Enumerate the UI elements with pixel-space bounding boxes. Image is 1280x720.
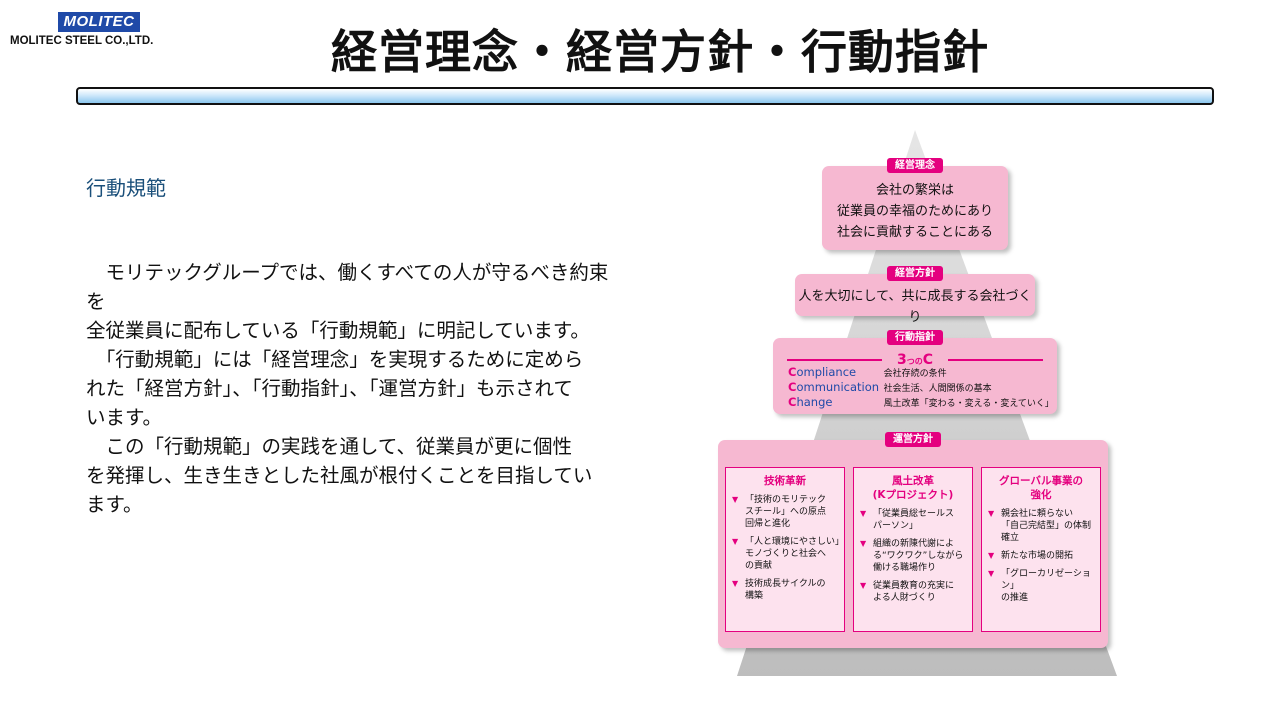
item-line: スチール」への原点 xyxy=(745,507,827,517)
c-desc: 社会生活、人間関係の基本 xyxy=(883,384,992,394)
three-c-letter: C xyxy=(922,352,934,368)
list-item: 親会社に頼らない 「自己完結型」の体制 確立 xyxy=(988,508,1096,544)
column-title-line: 強化 xyxy=(1030,489,1052,501)
logo-badge: MOLITEC xyxy=(58,12,140,32)
tier-policy: 経営方針 人を大切にして、共に成長する会社づくり xyxy=(795,266,1035,325)
operation-column-culture: 風土改革 (Kプロジェクト) 「従業員総セールス パーソン」 組織の新陳代謝によ… xyxy=(853,467,973,632)
tier-policy-label: 経営方針 xyxy=(887,266,943,281)
item-line: 技術成長サイクルの xyxy=(745,579,826,589)
three-c-number: 3 xyxy=(896,352,907,368)
body-line: れた「経営方針」、「行動指針」、「運営方針」も示されて xyxy=(86,377,573,400)
item-line: パーソン」 xyxy=(873,521,919,531)
column-title-line: 風土改革 xyxy=(892,475,934,487)
body-line: モリテックグループでは、働くすべての人が守るべき約束を xyxy=(86,261,609,313)
title-underline-bar xyxy=(76,87,1214,105)
item-line: 「従業員総セールス xyxy=(873,509,955,519)
item-line: 「自己完結型」の体制 xyxy=(1001,521,1092,531)
list-item: 「人と環境にやさしい」 モノづくりと社会へ の貢献 xyxy=(732,536,845,572)
list-item: 技術成長サイクルの 構築 xyxy=(732,578,840,602)
item-line: の貢献 xyxy=(745,561,773,571)
c-word: Communication xyxy=(788,380,880,395)
body-text: モリテックグループでは、働くすべての人が守るべき約束を 全従業員に配布している「… xyxy=(86,258,616,519)
section-heading: 行動規範 xyxy=(86,176,166,200)
item-line: 「技術のモリテック xyxy=(745,495,827,505)
list-item: 「グローカリゼーション」 の推進 xyxy=(988,568,1096,604)
page-title: 経営理念・経営方針・行動指針 xyxy=(331,25,989,79)
item-line: 「人と環境にやさしい」 xyxy=(745,537,845,547)
body-line: 全従業員に配布している「行動規範」に明記しています。 xyxy=(86,319,590,342)
philosophy-line: 社会に貢献することにある xyxy=(836,225,993,240)
item-line: 「グローカリゼーション」 xyxy=(1001,569,1091,591)
column-title: 風土改革 (Kプロジェクト) xyxy=(858,474,968,502)
body-line: ます。 xyxy=(86,493,143,516)
tier-operation: 運営方針 技術革新 「技術のモリテック スチール」への原点 回帰と進化 「人と環… xyxy=(718,432,1108,648)
tier-guideline-label: 行動指針 xyxy=(887,330,943,345)
c-desc: 風土改革「変わる・変える・変えていく」 xyxy=(883,399,1054,409)
philosophy-line: 会社の繁栄は xyxy=(875,183,954,198)
three-c-small: つの xyxy=(906,357,923,366)
body-line: います。 xyxy=(86,406,163,429)
operation-column-global: グローバル事業の 強化 親会社に頼らない 「自己完結型」の体制 確立 新たな市場… xyxy=(981,467,1101,632)
column-items: 親会社に頼らない 「自己完結型」の体制 確立 新たな市場の開拓 「グローカリゼー… xyxy=(988,508,1096,604)
operation-column-technology: 技術革新 「技術のモリテック スチール」への原点 回帰と進化 「人と環境にやさし… xyxy=(725,467,845,632)
item-line: 組織の新陳代謝によ xyxy=(873,539,955,549)
company-logo: MOLITEC MOLITEC STEEL CO.,LTD. xyxy=(10,12,188,52)
c-word: Compliance xyxy=(788,365,880,380)
item-line: モノづくりと社会へ xyxy=(745,549,827,559)
c-word-rest: ommunication xyxy=(796,380,880,394)
column-title-line: グローバル事業の xyxy=(999,475,1083,487)
tier-guideline: 行動指針 3つのC Compliance 会社存続の条件 Communicati… xyxy=(773,330,1057,414)
c-word: Change xyxy=(788,395,880,410)
policy-text: 人を大切にして、共に成長する会社づくり xyxy=(798,289,1032,325)
column-title: グローバル事業の 強化 xyxy=(986,474,1096,502)
c-item-compliance: Compliance 会社存続の条件 xyxy=(788,365,947,382)
item-line: 従業員教育の充実に xyxy=(873,581,955,591)
column-title-line: 技術革新 xyxy=(764,475,806,487)
body-line: この「行動規範」の実践を通して、従業員が更に個性 xyxy=(86,435,572,458)
list-item: 組織の新陳代謝によ る“ワクワク”しながら 働ける職場作り xyxy=(860,538,968,574)
logo-company-name: MOLITEC STEEL CO.,LTD. xyxy=(10,35,154,47)
item-line: よる人財づくり xyxy=(873,593,936,603)
item-line: の推進 xyxy=(1001,593,1029,603)
column-title: 技術革新 xyxy=(730,474,840,488)
column-items: 「従業員総セールス パーソン」 組織の新陳代謝によ る“ワクワク”しながら 働け… xyxy=(860,508,968,604)
list-item: 「技術のモリテック スチール」への原点 回帰と進化 xyxy=(732,494,840,530)
c-initial: C xyxy=(788,365,797,379)
item-line: 働ける職場作り xyxy=(873,563,937,573)
c-initial: C xyxy=(788,380,797,394)
item-line: 構築 xyxy=(745,591,764,601)
body-line: を発揮し、生き生きとした社風が根付くことを目指してい xyxy=(86,464,593,487)
c-desc: 会社存続の条件 xyxy=(883,369,947,379)
policy-pyramid-diagram: 経営理念 会社の繁栄は 従業員の幸福のためにあり 社会に貢献することにある 経営… xyxy=(705,130,1125,678)
item-line: 新たな市場の開拓 xyxy=(1001,551,1074,561)
column-items: 「技術のモリテック スチール」への原点 回帰と進化 「人と環境にやさしい」 モノ… xyxy=(732,494,845,602)
c-word-rest: ompliance xyxy=(796,365,857,379)
list-item: 従業員教育の充実に よる人財づくり xyxy=(860,580,968,604)
tier-philosophy: 経営理念 会社の繁栄は 従業員の幸福のためにあり 社会に貢献することにある xyxy=(822,158,1008,250)
c-initial: C xyxy=(788,395,797,409)
column-title-line: (Kプロジェクト) xyxy=(872,489,954,501)
three-c-rule-left xyxy=(787,359,882,361)
three-c-heading: 3つのC xyxy=(897,352,933,370)
c-item-change: Change 風土改革「変わる・変える・変えていく」 xyxy=(788,395,1054,412)
philosophy-line: 従業員の幸福のためにあり xyxy=(836,204,993,219)
body-line: 「行動規範」には「経営理念」を実現するために定めら xyxy=(86,348,584,371)
tier-philosophy-label: 経営理念 xyxy=(887,158,943,173)
item-line: 親会社に頼らない xyxy=(1001,509,1074,519)
tier-operation-label: 運営方針 xyxy=(885,432,941,447)
c-item-communication: Communication 社会生活、人間関係の基本 xyxy=(788,380,992,397)
three-c-rule-right xyxy=(948,359,1043,361)
c-word-rest: hange xyxy=(796,395,833,409)
item-line: 確立 xyxy=(1001,533,1020,543)
list-item: 新たな市場の開拓 xyxy=(988,550,1096,562)
list-item: 「従業員総セールス パーソン」 xyxy=(860,508,968,532)
item-line: 回帰と進化 xyxy=(745,519,791,529)
item-line: る“ワクワク”しながら xyxy=(873,551,964,561)
